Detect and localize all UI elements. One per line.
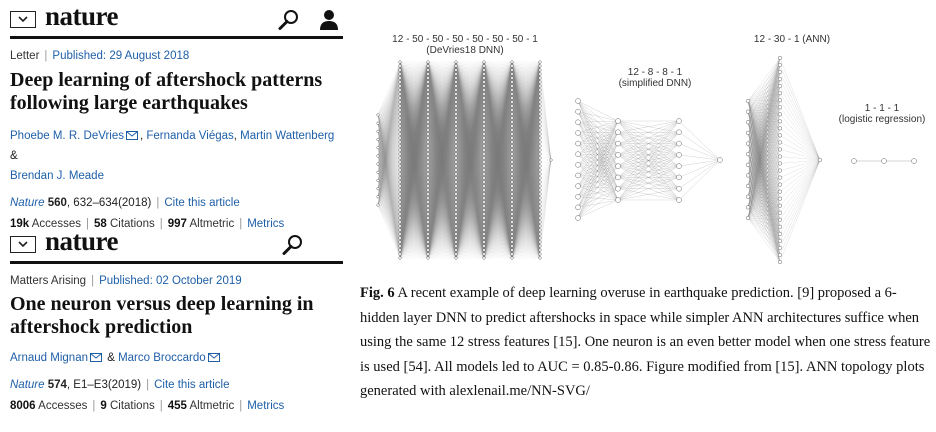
search-icon[interactable]	[278, 9, 300, 31]
pages: , E1–E3(2019)	[66, 379, 142, 391]
network-label-simplified: 12 - 8 - 8 - 1(simplified DNN)	[618, 67, 692, 89]
article-type: Matters Arising	[10, 275, 87, 287]
network-label-logistic: 1 - 1 - 1(logistic regression)	[838, 103, 926, 125]
volume: 574	[47, 379, 67, 391]
altmetric-label: Altmetric	[189, 400, 235, 412]
caption-text: A recent example of deep learning overus…	[360, 285, 931, 399]
accesses-label: Accesses	[38, 400, 88, 412]
published-date: Published: 29 August 2018	[52, 50, 190, 62]
accesses-count: 8006	[10, 400, 36, 412]
metrics-link[interactable]: Metrics	[247, 400, 285, 412]
metrics-bar: 19k Accesses|58 Citations|997 Altmetric|…	[10, 218, 285, 230]
search-icon[interactable]	[282, 234, 304, 256]
journal-name[interactable]: Nature	[10, 197, 45, 209]
citations-label: Citations	[109, 400, 155, 412]
menu-button[interactable]	[10, 11, 36, 28]
altmetric-count: 997	[167, 218, 187, 230]
network-devries-dnn	[376, 60, 553, 260]
citations-count: 58	[93, 218, 107, 230]
citation-line: Nature 560, 632–634(2018)|Cite this arti…	[10, 197, 240, 209]
journal-name[interactable]: Nature	[10, 379, 45, 391]
chevron-down-icon	[18, 16, 28, 22]
chevron-down-icon	[18, 241, 28, 247]
figure-caption: Fig. 6 A recent example of deep learning…	[360, 281, 932, 404]
citation-line: Nature 574, E1–E3(2019)|Cite this articl…	[10, 379, 230, 391]
network-label-ann: 12 - 30 - 1 (ANN)	[753, 34, 831, 45]
author-list: Phoebe M. R. DeVries, Fernanda Viégas, M…	[10, 130, 335, 182]
citations-label: Citations	[109, 218, 155, 230]
network-ann	[745, 55, 823, 265]
author-link[interactable]: Brendan J. Meade	[10, 170, 104, 182]
user-icon[interactable]	[319, 9, 339, 31]
mail-icon[interactable]	[90, 353, 102, 362]
published-date: Published: 02 October 2019	[99, 275, 242, 287]
mail-icon[interactable]	[125, 131, 138, 140]
accesses-label: Accesses	[31, 218, 81, 230]
menu-button[interactable]	[10, 236, 36, 253]
article-meta: Matters Arising|Published: 02 October 20…	[10, 275, 242, 287]
metrics-link[interactable]: Metrics	[247, 218, 285, 230]
accesses-count: 19k	[10, 218, 30, 230]
article-type: Letter	[10, 50, 40, 62]
network-logistic	[851, 158, 917, 164]
author-link[interactable]: Phoebe M. R. DeVries	[10, 130, 124, 142]
nature-logo[interactable]: nature	[45, 1, 119, 31]
altmetric-label: Altmetric	[189, 218, 235, 230]
article-card-1: nature Letter|Published: 29 August 2018 …	[10, 1, 343, 230]
network-label-devries: 12 - 50 - 50 - 50 - 50 - 50 - 50 - 1(DeV…	[392, 34, 538, 56]
pages: , 632–634(2018)	[66, 197, 152, 209]
altmetric-count: 455	[167, 400, 187, 412]
site-header: nature	[10, 226, 343, 264]
author-link[interactable]: Marco Broccardo	[118, 352, 206, 364]
author-link[interactable]: Arnaud Mignan	[10, 352, 88, 364]
cite-article-link[interactable]: Cite this article	[164, 197, 240, 209]
author-link[interactable]: Martin Wattenberg	[240, 130, 335, 142]
nature-logo[interactable]: nature	[45, 226, 119, 256]
article-card-2: nature Matters Arising|Published: 02 Oct…	[10, 226, 343, 412]
metrics-bar: 8006 Accesses|9 Citations|455 Altmetric|…	[10, 400, 285, 412]
network-simplified-dnn	[575, 98, 723, 221]
volume: 560	[47, 197, 67, 209]
article-title[interactable]: One neuron versus deep learning in after…	[10, 293, 314, 338]
article-title[interactable]: Deep learning of aftershock patterns fol…	[10, 69, 323, 114]
article-meta: Letter|Published: 29 August 2018	[10, 50, 190, 62]
site-header: nature	[10, 1, 343, 39]
mail-icon[interactable]	[207, 353, 220, 362]
cite-article-link[interactable]: Cite this article	[154, 379, 230, 391]
author-list: Arnaud Mignan & Marco Broccardo	[10, 348, 343, 368]
figure-label: Fig. 6	[360, 285, 395, 301]
citations-count: 9	[100, 400, 107, 412]
author-link[interactable]: Fernanda Viégas	[146, 130, 234, 142]
